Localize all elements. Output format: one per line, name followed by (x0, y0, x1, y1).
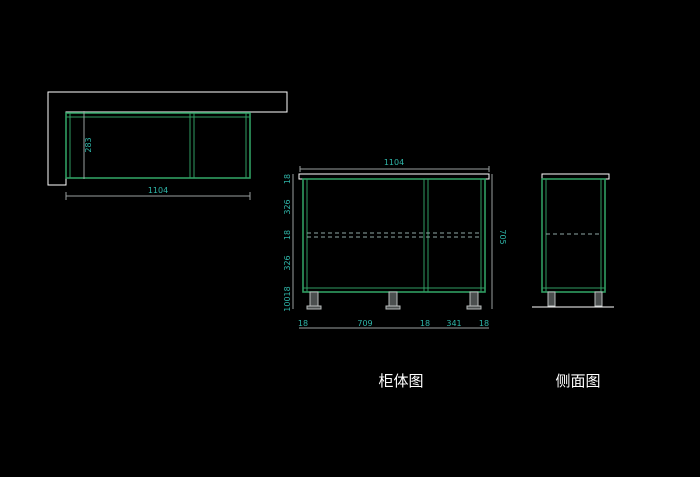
front-left-label-1: 18 (283, 174, 292, 184)
front-bottom-label-1: 18 (298, 319, 308, 328)
front-legs (306, 291, 482, 310)
front-width-label: 1104 (384, 158, 404, 167)
front-left-label-4: 326 (283, 255, 292, 270)
front-bottom-label-3: 18 (420, 319, 430, 328)
side-cabinet-body (541, 178, 606, 293)
front-leg-3-foot (466, 305, 482, 310)
front-bottom-label-4: 341 (446, 319, 461, 328)
top-view: 283 1104 (47, 91, 288, 200)
cabinet-caption: 柜体图 (378, 372, 423, 390)
top-view-countertop-outline (47, 91, 288, 186)
side-leg-2 (594, 291, 603, 307)
front-leg-2-foot (385, 305, 401, 310)
front-leg-1-foot (306, 305, 322, 310)
front-left-label-3: 18 (283, 230, 292, 240)
top-depth-label: 283 (84, 137, 93, 152)
front-leg-2 (388, 291, 398, 308)
front-left-label-5: 10018 (283, 286, 292, 311)
front-view: 1104 705 18 326 18 326 10018 (283, 158, 507, 329)
top-view-cabinet-body (65, 112, 251, 179)
front-height-label: 705 (498, 229, 507, 244)
front-left-label-2: 326 (283, 199, 292, 214)
front-leg-3 (469, 291, 479, 308)
top-width-label: 1104 (148, 186, 168, 195)
front-bottom-label-2: 709 (357, 319, 372, 328)
side-view (532, 173, 614, 308)
side-caption: 侧面图 (555, 372, 600, 390)
front-leg-1 (309, 291, 319, 308)
front-cabinet-body (302, 178, 486, 293)
side-leg-1 (547, 291, 556, 307)
front-bottom-label-5: 18 (479, 319, 489, 328)
